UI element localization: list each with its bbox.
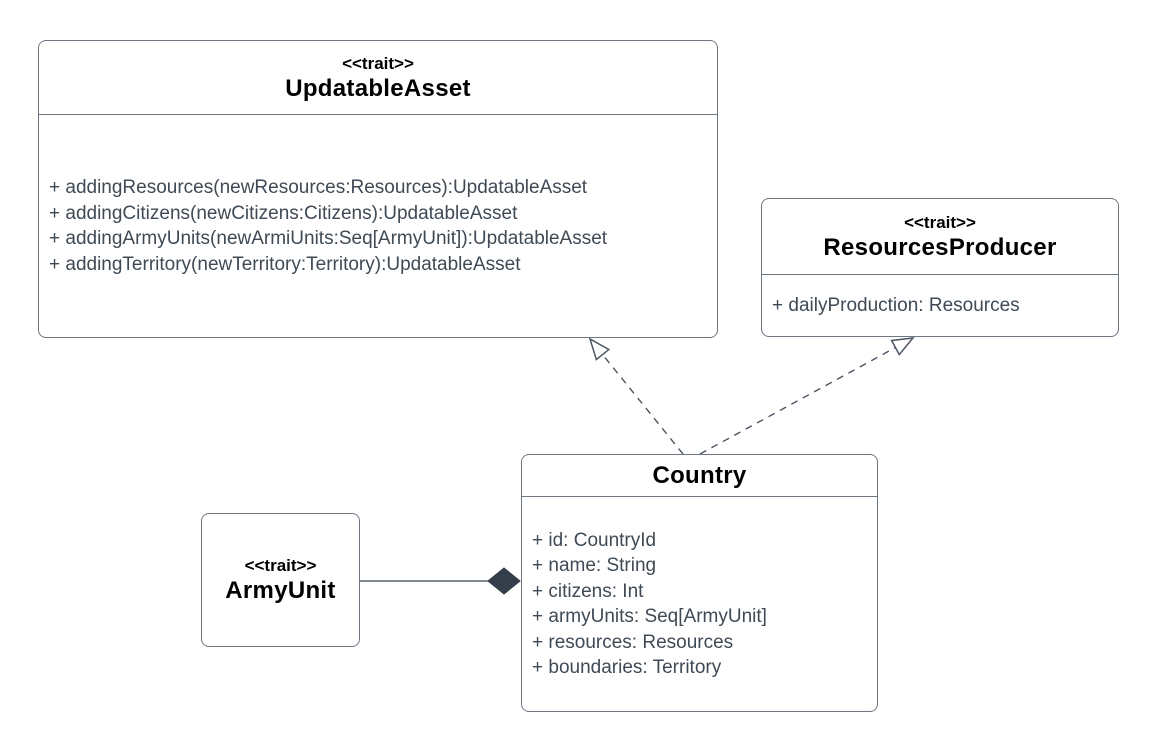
attribute-row: + boundaries: Territory [532, 657, 722, 678]
attribute-row: + id: CountryId [532, 529, 657, 551]
class-box-army-unit: <<trait>> ArmyUnit [201, 513, 360, 647]
class-title: ResourcesProducer [823, 233, 1057, 261]
class-members: + addingResources(newResources:Resources… [39, 115, 717, 337]
class-box-updatable-asset: <<trait>> UpdatableAsset + addingResourc… [38, 40, 718, 338]
attribute-row: + name: String [532, 555, 657, 576]
class-title: Country [652, 462, 747, 489]
class-header: <<trait>> UpdatableAsset [39, 41, 717, 115]
attribute-row: + citizens: Int [532, 580, 644, 602]
class-title: UpdatableAsset [285, 74, 471, 102]
method-row: + addingCitizens(newCitizens:Citizens):U… [49, 202, 518, 224]
stereotype-label: <<trait>> [904, 212, 976, 232]
stereotype-label: <<trait>> [244, 556, 317, 575]
stereotype-label: <<trait>> [342, 53, 414, 73]
class-title: ArmyUnit [225, 577, 336, 604]
realization-country-updatableasset [588, 337, 684, 455]
method-row: + addingResources(newResources:Resources… [49, 177, 588, 198]
composition-diamond-icon [487, 567, 521, 595]
class-box-resources-producer: <<trait>> ResourcesProducer + dailyProdu… [761, 198, 1119, 337]
method-row: + addingTerritory(newTerritory:Territory… [49, 253, 521, 275]
realization-country-resourcesproducer [699, 337, 915, 455]
class-box-country: Country + id: CountryId + name: String +… [521, 454, 878, 712]
class-header: Country [522, 455, 877, 497]
method-row: + addingArmyUnits(newArmiUnits:Seq[ArmyU… [49, 228, 608, 249]
attribute-row: + dailyProduction: Resources [772, 294, 1020, 316]
attribute-row: + armyUnits: Seq[ArmyUnit] [532, 606, 767, 627]
class-header: <<trait>> ResourcesProducer [762, 199, 1118, 275]
class-members: + dailyProduction: Resources [762, 275, 1118, 336]
class-members: + id: CountryId + name: String + citizen… [522, 497, 877, 711]
attribute-row: + resources: Resources [532, 631, 734, 653]
